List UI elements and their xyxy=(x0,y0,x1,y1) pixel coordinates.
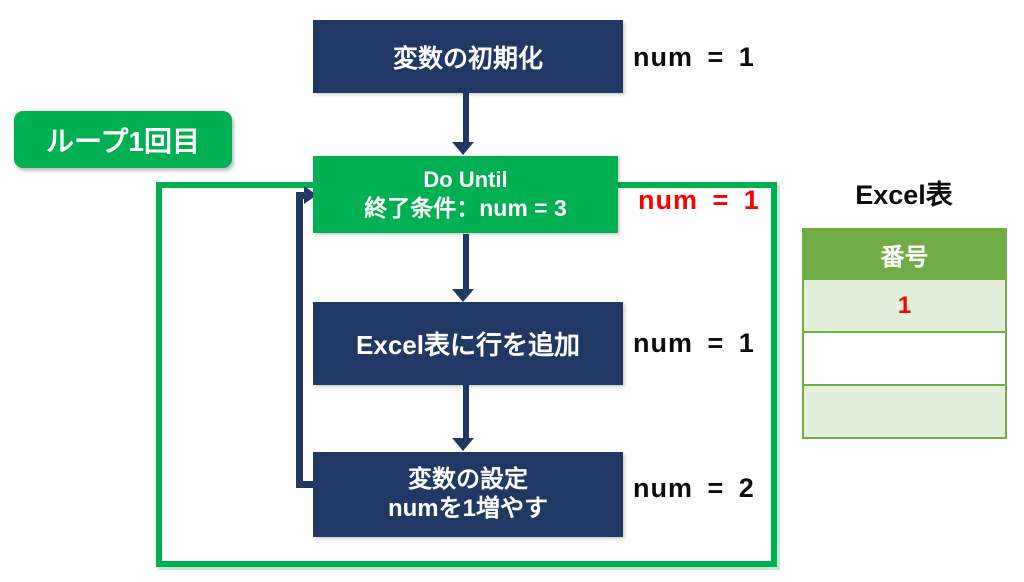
do-until-condition: 終了条件：num = 3 xyxy=(364,194,567,221)
return-arrow-bottom-segment xyxy=(296,481,316,488)
step-init-label: 変数の初期化 xyxy=(392,44,543,73)
annotation-num-add-row: num = 1 xyxy=(633,328,755,358)
annotation-num-do-until: num = 1 xyxy=(638,185,760,215)
step-init-box: 変数の初期化 xyxy=(313,20,623,93)
step-add-row-label: Excel表に行を追加 xyxy=(356,330,580,360)
down-arrow-1-line xyxy=(463,93,469,142)
excel-column-header: 番号 xyxy=(804,230,1005,278)
annotation-num-init: num = 1 xyxy=(633,42,755,72)
excel-table: 番号 1 xyxy=(802,228,1007,439)
step-set-var-box: 変数の設定 numを1増やす xyxy=(313,452,623,537)
down-arrow-3-line xyxy=(463,385,469,438)
excel-table-title: Excel表 xyxy=(855,180,953,210)
step-set-var-label: 変数の設定 xyxy=(408,465,528,493)
step-set-var-sublabel: numを1増やす xyxy=(387,494,548,522)
annotation-num-set-var: num = 2 xyxy=(633,473,755,503)
down-arrow-2-head xyxy=(452,289,474,302)
loop-iteration-label: ループ1回目 xyxy=(14,111,232,168)
step-do-until-box: Do Until 終了条件：num = 3 xyxy=(313,156,618,233)
return-arrow-vertical-segment xyxy=(296,192,303,488)
down-arrow-1-head xyxy=(452,142,474,155)
down-arrow-3-head xyxy=(452,438,474,451)
return-arrow-top-segment xyxy=(296,192,306,199)
step-add-row-box: Excel表に行を追加 xyxy=(313,302,623,385)
excel-cell-row3 xyxy=(804,384,1005,437)
do-until-title: Do Until xyxy=(423,166,508,192)
excel-cell-row2 xyxy=(804,331,1005,384)
down-arrow-2-line xyxy=(463,234,469,289)
excel-cell-row1: 1 xyxy=(804,278,1005,331)
